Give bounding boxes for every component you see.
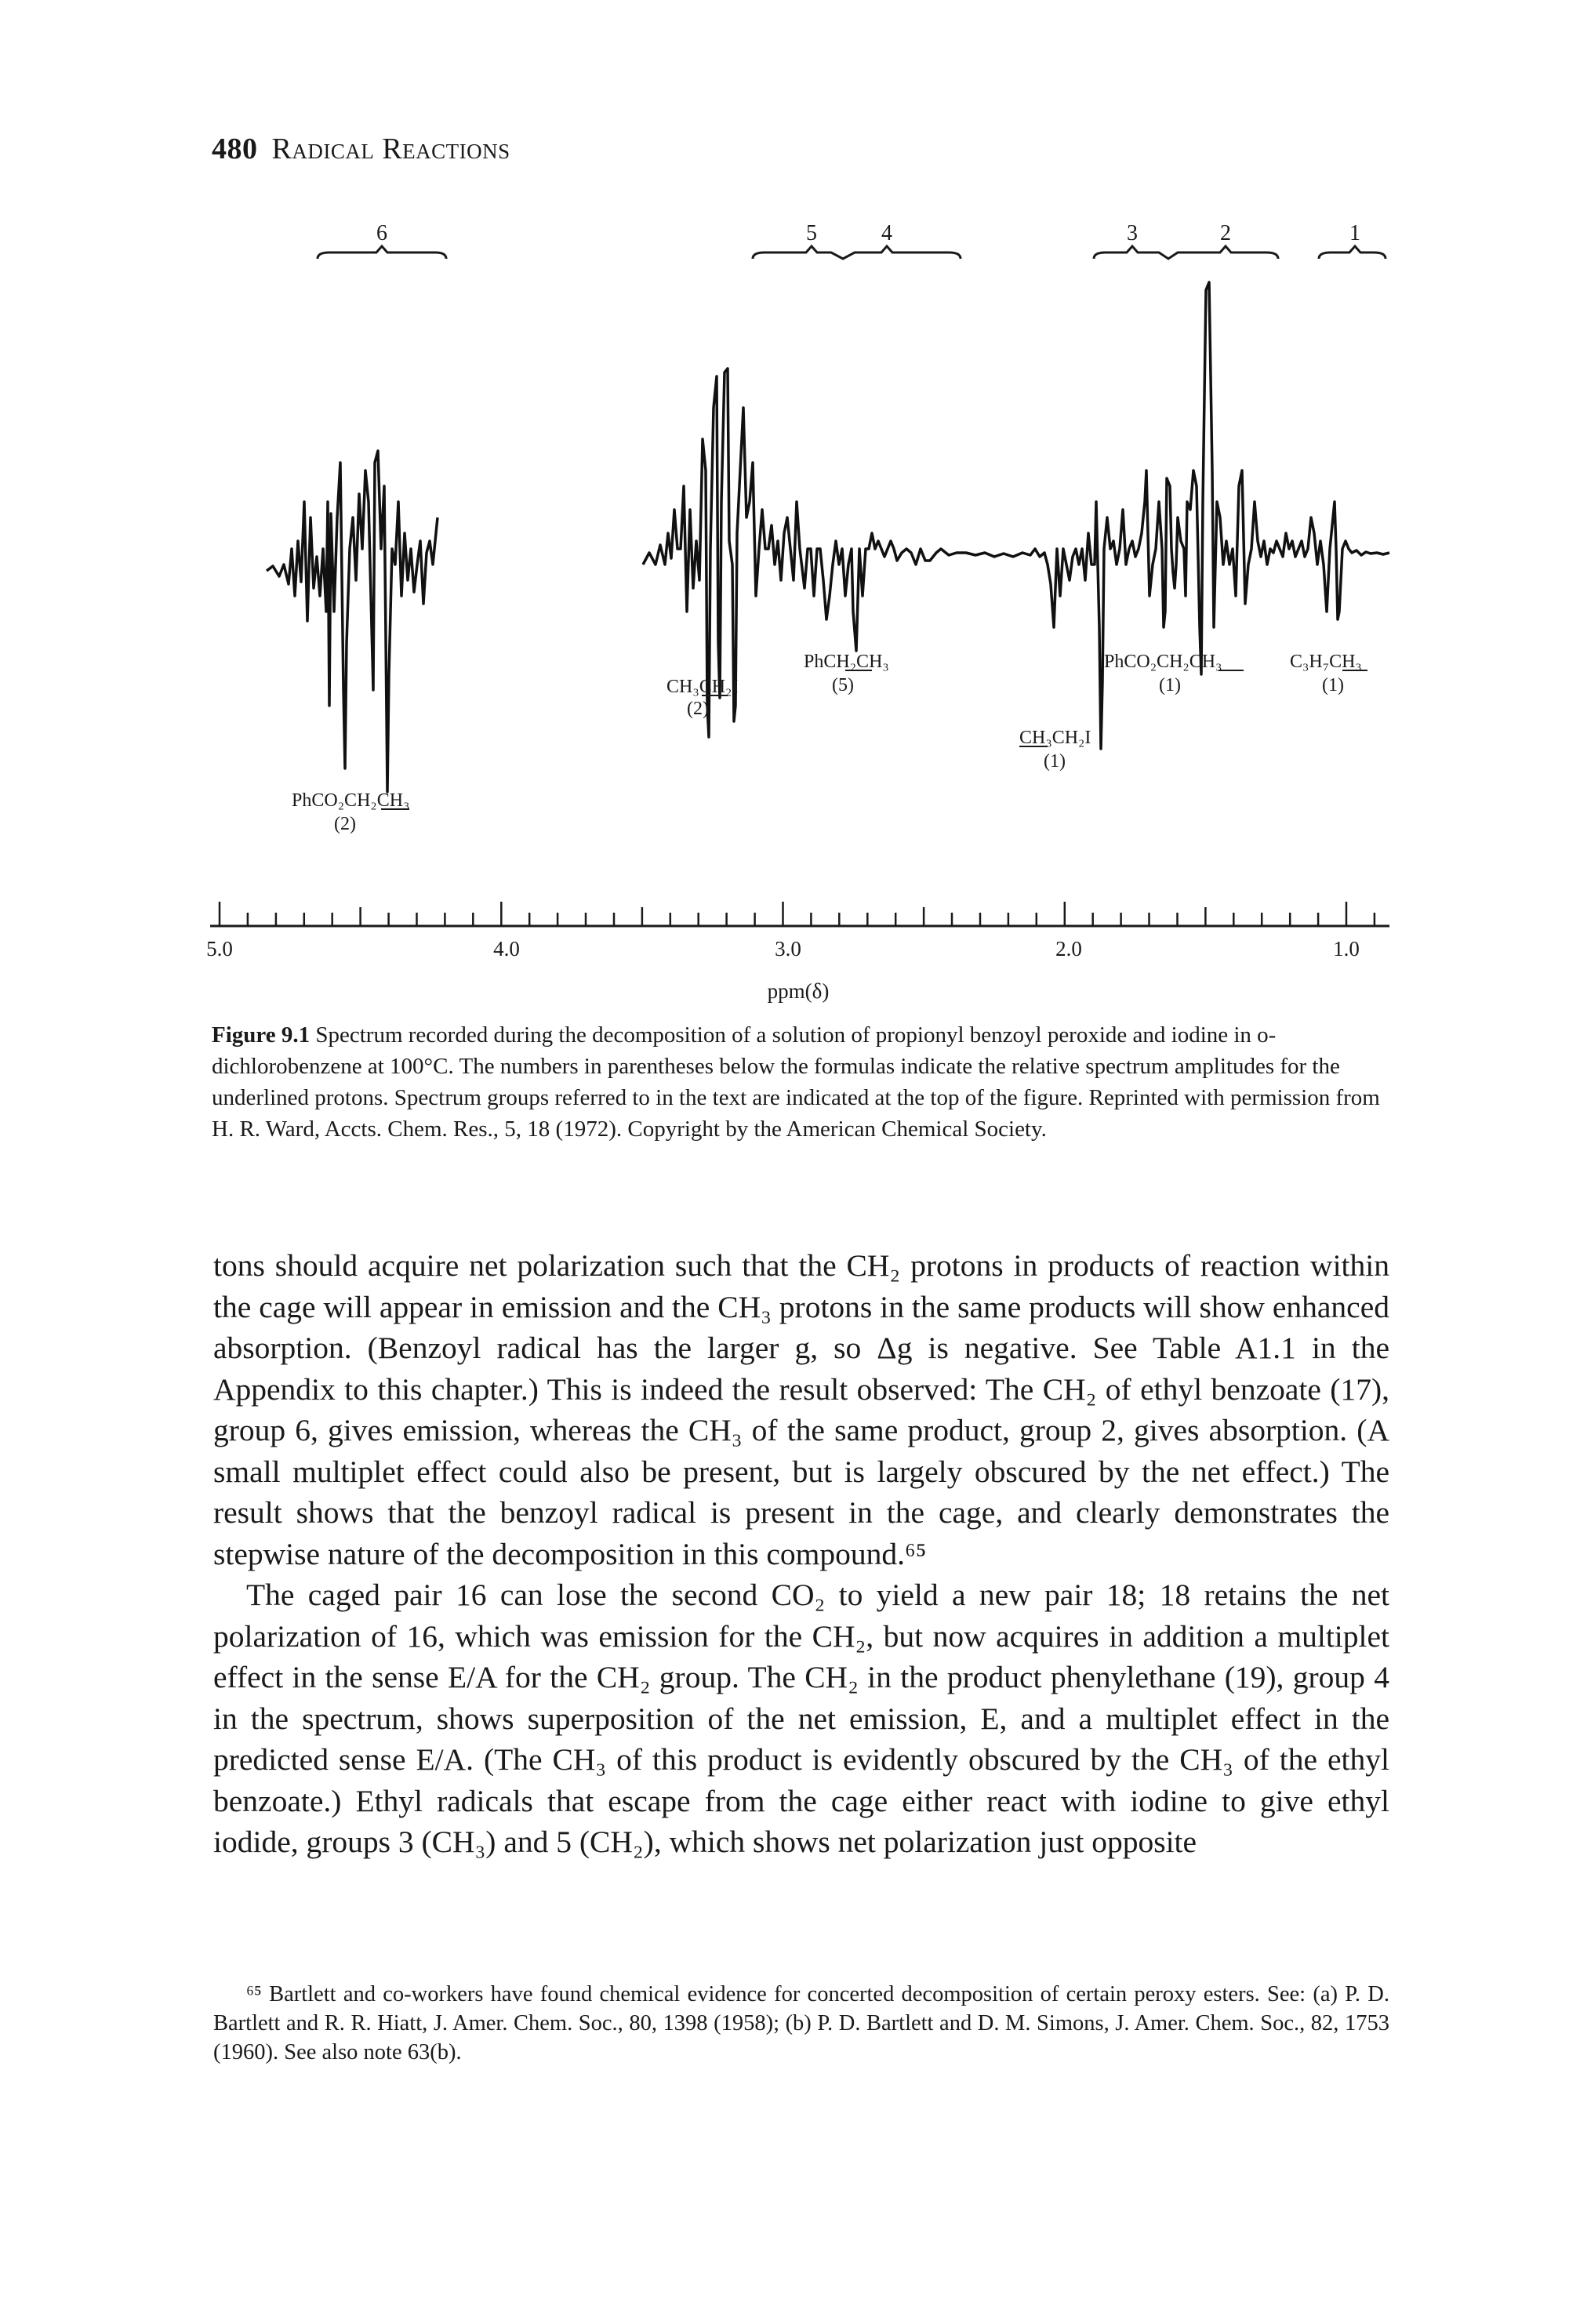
group-number-5: 5 — [806, 221, 817, 245]
spectrum-traces — [265, 281, 1390, 793]
label-phch2ch3-5-formula: PhCH₂CH₃ — [804, 652, 889, 672]
label-phco2ch2ch3-1-amp: (1) — [1159, 675, 1181, 695]
caption-label: Figure 9.1 — [212, 1022, 311, 1048]
body-text: tons should acquire net polarization suc… — [213, 1245, 1389, 1863]
nmr-spectrum-figure: 6 5 4 3 2 1 PhCO₂CH₂CH₃ (2) CH₃CH₂I (2) … — [206, 221, 1390, 1003]
bracket-group-1 — [1317, 244, 1387, 260]
trace-groups-5-to-1 — [641, 281, 1390, 750]
label-phco2ch2ch3-2-formula: PhCO₂CH₂CH₃ — [292, 790, 409, 811]
ppm-axis: 5.0 4.0 3.0 2.0 1.0 ppm(δ) — [206, 902, 1389, 1003]
group-number-4: 4 — [881, 221, 892, 245]
tick-label-3: 3.0 — [775, 937, 801, 960]
label-phco2ch2ch3-1-formula: PhCO₂CH₂CH₃ — [1104, 652, 1222, 672]
tick-label-2: 2.0 — [1055, 937, 1082, 960]
label-ch3ch2i-2-formula: CH₃CH₂I — [666, 677, 738, 697]
label-c3h7ch3-1-amp: (1) — [1322, 675, 1344, 695]
group-brackets — [316, 244, 1387, 260]
group-number-3: 3 — [1127, 221, 1138, 245]
trace-group-6 — [265, 449, 439, 793]
footnote-65: ⁶⁵ Bartlett and co-workers have found ch… — [213, 1982, 1389, 2064]
label-c3h7ch3-1-formula: C₃H₇CH₃ — [1290, 652, 1362, 672]
paragraph-1: tons should acquire net polarization suc… — [213, 1248, 1389, 1571]
running-head: 480 Radical Reactions — [212, 132, 510, 166]
figure-caption: Figure 9.1 Spectrum recorded during the … — [212, 1019, 1388, 1145]
running-title: Radical Reactions — [271, 133, 510, 165]
bracket-groups-5-4 — [751, 244, 962, 260]
group-number-1: 1 — [1349, 221, 1360, 245]
paragraph-2: The caged pair 16 can lose the second CO… — [213, 1578, 1389, 1859]
bracket-group-6 — [316, 244, 448, 260]
label-ch3ch2i-2-amp: (2) — [687, 699, 709, 719]
group-numbers: 6 5 4 3 2 1 — [376, 221, 1360, 245]
label-ch3ch2i-1-amp: (1) — [1044, 751, 1066, 772]
proton-underlines — [381, 670, 1367, 810]
tick-label-5: 5.0 — [206, 937, 233, 960]
peak-labels: PhCO₂CH₂CH₃ (2) CH₃CH₂I (2) PhCH₂CH₃ (5)… — [292, 652, 1362, 834]
group-number-2: 2 — [1220, 221, 1231, 245]
page-number: 480 — [212, 133, 258, 165]
label-phch2ch3-5-amp: (5) — [832, 675, 854, 695]
caption-text: Spectrum recorded during the decompositi… — [212, 1022, 1380, 1142]
bracket-groups-3-2 — [1092, 244, 1280, 260]
label-ch3ch2i-1-formula: CH₃CH₂I — [1019, 728, 1091, 748]
axis-label: ppm(δ) — [768, 979, 830, 1003]
tick-label-1: 1.0 — [1333, 937, 1360, 960]
label-phco2ch2ch3-2-amp: (2) — [334, 814, 356, 834]
group-number-6: 6 — [376, 221, 387, 245]
tick-label-4: 4.0 — [493, 937, 520, 960]
